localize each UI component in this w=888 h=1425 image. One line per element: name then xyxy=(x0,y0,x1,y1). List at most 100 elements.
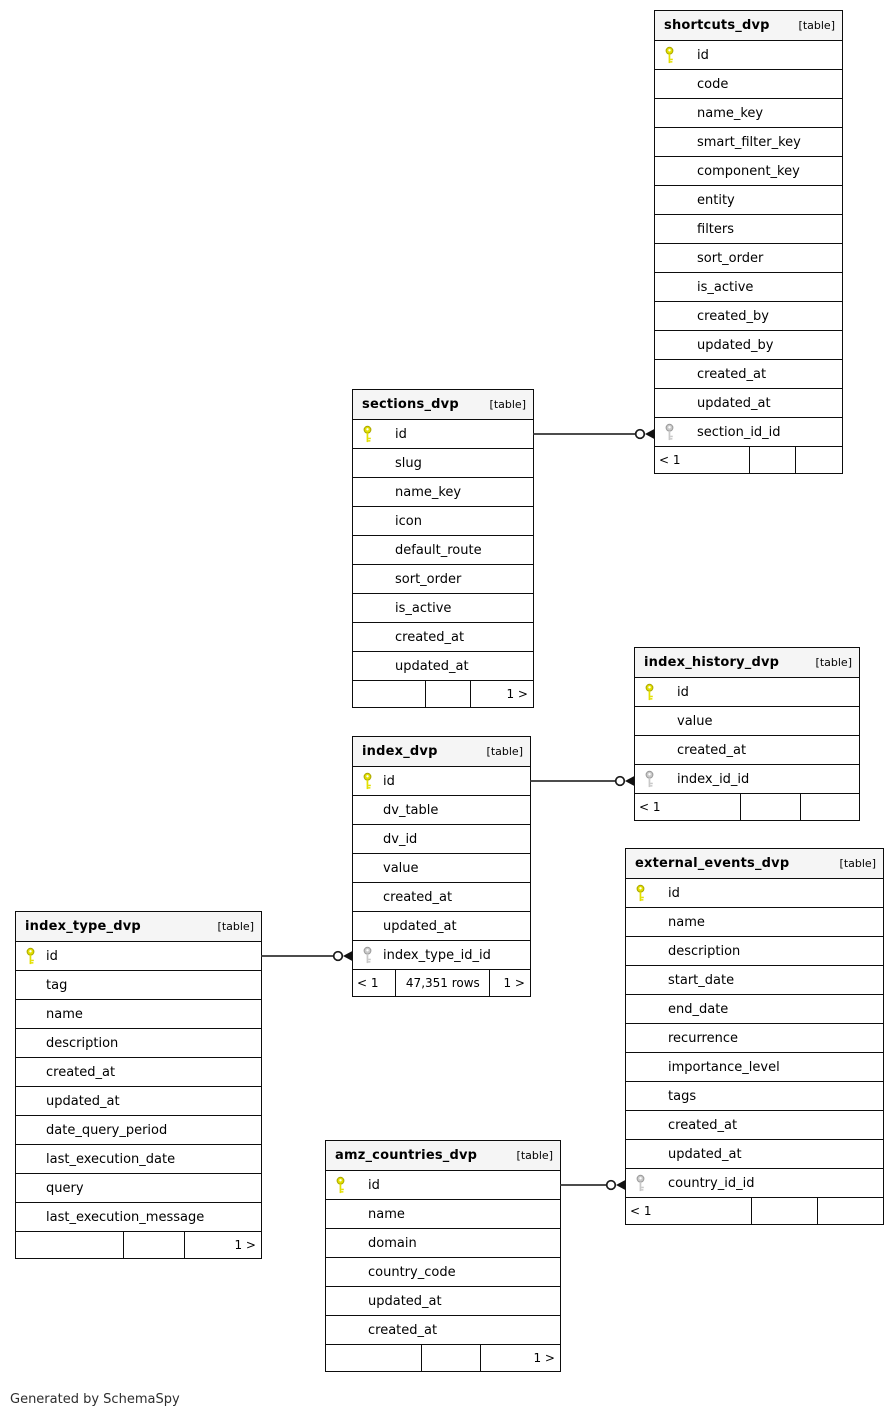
column-name: is_active xyxy=(395,600,452,616)
column-row: index_id_id xyxy=(635,765,859,794)
column-name: icon xyxy=(395,513,422,529)
column-name: date_query_period xyxy=(46,1122,168,1138)
column-name: sort_order xyxy=(697,250,764,266)
column-row: tag xyxy=(16,971,261,1000)
table-title[interactable]: amz_countries_dvp xyxy=(335,1148,478,1163)
column-name: last_execution_date xyxy=(46,1151,176,1167)
primary-key-icon xyxy=(664,46,675,64)
column-row: end_date xyxy=(626,995,883,1024)
column-row: updated_at xyxy=(16,1087,261,1116)
column-name: recurrence xyxy=(668,1030,739,1046)
table-footer: 1 > xyxy=(16,1232,261,1258)
column-name: index_id_id xyxy=(677,771,750,787)
column-name: created_by xyxy=(697,308,769,324)
footer-cell xyxy=(799,794,859,820)
table-footer: 1 > xyxy=(326,1345,560,1371)
column-row: index_type_id_id xyxy=(353,941,530,970)
column-row: updated_at xyxy=(626,1140,883,1169)
footer-cell: 1 > xyxy=(489,970,530,996)
column-name: country_code xyxy=(368,1264,456,1280)
primary-key-icon xyxy=(644,683,655,701)
table-title[interactable]: index_history_dvp xyxy=(644,655,780,670)
column-name: query xyxy=(46,1180,84,1196)
footer-cell xyxy=(16,1232,123,1258)
column-name: id xyxy=(668,885,680,901)
footer-cell: < 1 xyxy=(357,976,379,990)
column-name: updated_at xyxy=(668,1146,742,1162)
column-row: created_at xyxy=(626,1111,883,1140)
primary-key-icon xyxy=(335,1176,346,1194)
column-row: code xyxy=(655,70,842,99)
table-type-label: [table] xyxy=(217,920,254,933)
column-row: dv_table xyxy=(353,796,530,825)
table-footer: < 1 xyxy=(635,794,859,820)
column-row: start_date xyxy=(626,966,883,995)
column-row: updated_at xyxy=(353,912,530,941)
table-header: amz_countries_dvp[table] xyxy=(326,1141,560,1171)
column-row: name xyxy=(16,1000,261,1029)
column-name: tag xyxy=(46,977,68,993)
column-row: query xyxy=(16,1174,261,1203)
table-header: shortcuts_dvp[table] xyxy=(655,11,842,41)
relationship-index-to-index-history-icon xyxy=(530,775,635,787)
column-name: created_at xyxy=(697,366,767,382)
relationship-amz-countries-to-external-events-icon xyxy=(560,1179,626,1191)
table-title[interactable]: index_type_dvp xyxy=(25,919,141,934)
column-row: updated_at xyxy=(655,389,842,418)
table-title[interactable]: shortcuts_dvp xyxy=(664,18,770,33)
column-name: index_type_id_id xyxy=(383,947,491,963)
column-name: updated_by xyxy=(697,337,774,353)
column-name: code xyxy=(697,76,729,92)
column-row: created_by xyxy=(655,302,842,331)
column-name: smart_filter_key xyxy=(697,134,801,150)
footer-cell: 1 > xyxy=(480,1345,560,1371)
relationship-sections-to-shortcuts-icon xyxy=(533,428,655,440)
table-title[interactable]: index_dvp xyxy=(362,744,438,759)
footer-cell xyxy=(740,794,799,820)
table-title[interactable]: external_events_dvp xyxy=(635,856,790,871)
column-name: updated_at xyxy=(368,1293,442,1309)
column-row: id xyxy=(353,767,530,796)
column-row: name_key xyxy=(353,478,533,507)
column-row: id xyxy=(626,879,883,908)
column-row: created_at xyxy=(353,883,530,912)
column-name: updated_at xyxy=(46,1093,120,1109)
table-type-label: [table] xyxy=(486,745,523,758)
column-row: icon xyxy=(353,507,533,536)
column-name: created_at xyxy=(383,889,453,905)
foreign-key-icon xyxy=(664,423,675,441)
column-row: dv_id xyxy=(353,825,530,854)
column-row: is_active xyxy=(655,273,842,302)
column-row: is_active xyxy=(353,594,533,623)
foreign-key-icon xyxy=(644,770,655,788)
column-row: slug xyxy=(353,449,533,478)
column-name: id xyxy=(395,426,407,442)
table-title[interactable]: sections_dvp xyxy=(362,397,459,412)
column-name: id xyxy=(368,1177,380,1193)
column-row: created_at xyxy=(635,736,859,765)
column-row: id xyxy=(16,942,261,971)
footer-cell xyxy=(353,681,425,707)
column-name: value xyxy=(383,860,419,876)
column-name: is_active xyxy=(697,279,754,295)
column-row: default_route xyxy=(353,536,533,565)
primary-key-icon xyxy=(635,884,646,902)
footer-cell xyxy=(425,681,470,707)
column-name: section_id_id xyxy=(697,424,781,440)
column-row: country_id_id xyxy=(626,1169,883,1198)
table-type-label: [table] xyxy=(489,398,526,411)
column-name: created_at xyxy=(46,1064,116,1080)
table-footer: < 1 xyxy=(655,447,842,473)
table-type-label: [table] xyxy=(839,857,876,870)
column-name: tags xyxy=(668,1088,697,1104)
footer-cell xyxy=(326,1345,421,1371)
